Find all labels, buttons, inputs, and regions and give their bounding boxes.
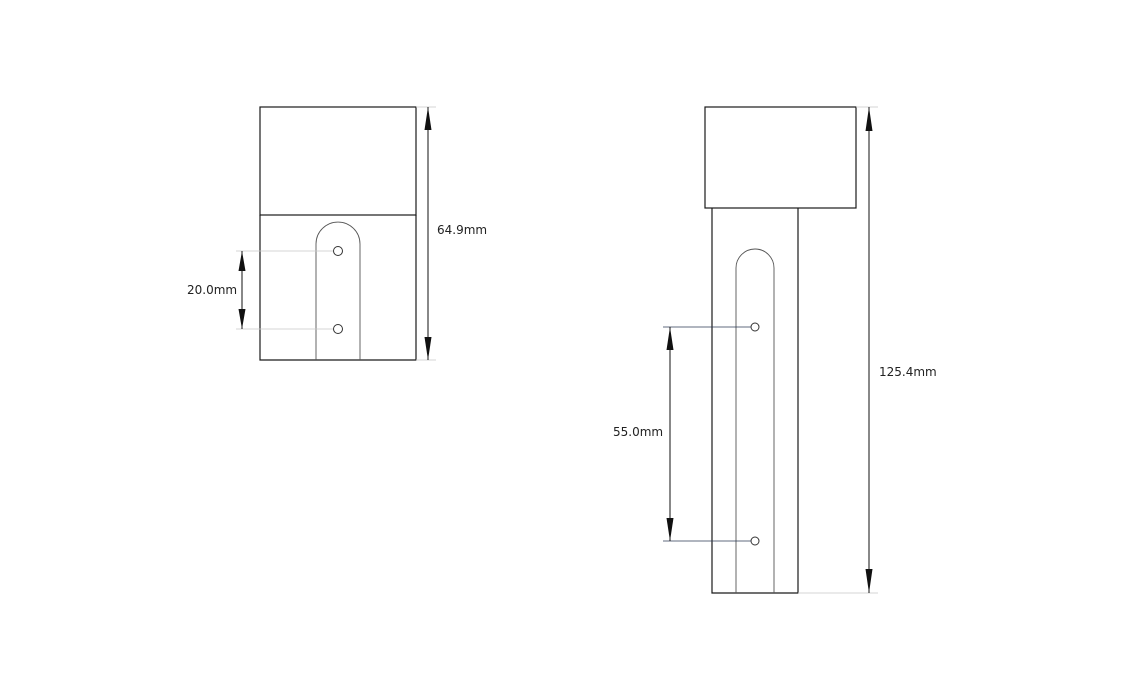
arrow-up-icon (238, 251, 246, 271)
front-lower-body (259, 215, 417, 361)
arrow-up-icon (865, 107, 873, 131)
side-view: 55.0mm 125.4mm (613, 106, 937, 594)
front-hole-spacing-label: 20.0mm (187, 283, 237, 297)
front-hole-bottom (333, 324, 343, 334)
side-hole-spacing-label: 55.0mm (613, 425, 663, 439)
arrow-down-icon (666, 518, 674, 541)
arrow-up-icon (424, 107, 432, 130)
front-height-label: 64.9mm (437, 223, 487, 237)
front-hole-top (333, 246, 343, 256)
front-hole-spacing-dimension (238, 251, 246, 329)
side-height-dimension (865, 107, 873, 593)
front-height-dimension (424, 107, 432, 360)
front-top-block (259, 106, 417, 216)
side-hole-spacing-dimension (666, 327, 674, 541)
arrow-down-icon (865, 569, 873, 593)
side-shaft (711, 208, 799, 594)
arrow-up-icon (666, 327, 674, 350)
side-hole-top (750, 322, 760, 332)
arrow-down-icon (238, 309, 246, 329)
side-top-block (704, 106, 857, 209)
front-slot (315, 221, 361, 360)
side-hole-bottom (750, 536, 760, 546)
front-view: 20.0mm 64.9mm (187, 106, 487, 361)
side-slot (735, 248, 775, 593)
side-height-label: 125.4mm (879, 365, 937, 379)
arrow-down-icon (424, 337, 432, 360)
